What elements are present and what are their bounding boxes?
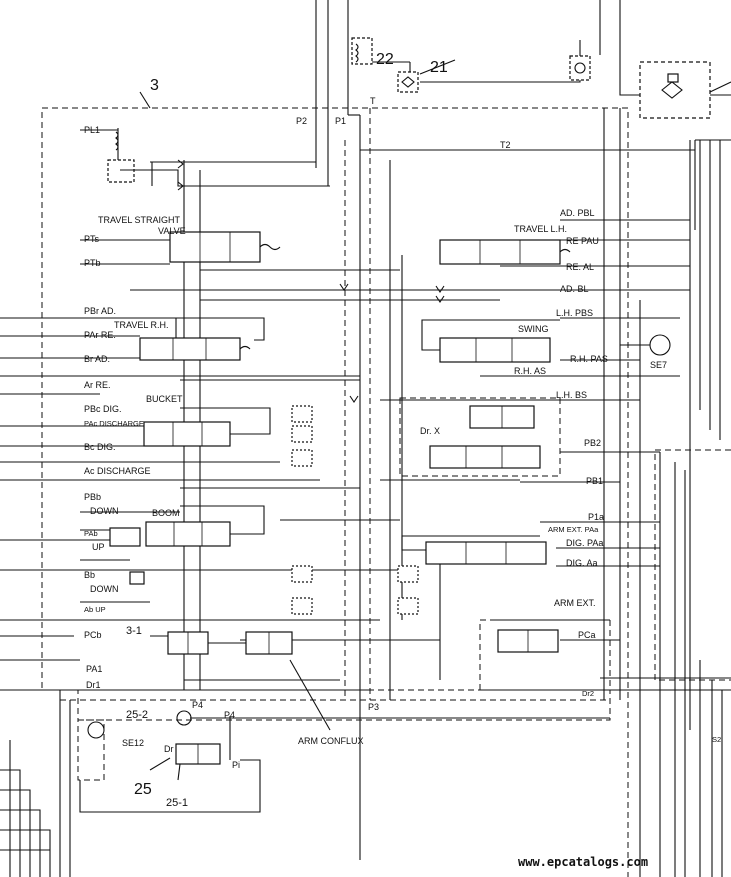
label-p2: P2 [296, 116, 307, 126]
label-n3-1: 3-1 [126, 625, 142, 637]
label-pts: PTs [84, 234, 100, 244]
label-ad-pbl: AD. PBL [560, 208, 595, 218]
label-ptb: PTb [84, 258, 101, 268]
label-ab-up: Ab UP [84, 605, 106, 614]
label-n3: 3 [150, 77, 159, 94]
label-n22: 22 [376, 51, 394, 68]
label-pb2: PB2 [584, 438, 601, 448]
label-valve: VALVE [158, 226, 186, 236]
label-p1: P1 [335, 116, 346, 126]
label-arm-ext: ARM EXT. [554, 598, 596, 608]
label-rh-pas: R.H. PAS [570, 354, 608, 364]
label-dr: Dr [164, 744, 174, 754]
label-bb: Bb [84, 570, 95, 580]
label-pi: Pi [232, 760, 240, 770]
pl1-relief-valve [107, 128, 330, 187]
label-dr-x: Dr. X [420, 426, 440, 436]
label-ar-re: Ar RE. [84, 380, 111, 390]
watermark: www.epcatalogs.com [518, 855, 648, 869]
label-bucket: BUCKET [146, 394, 183, 404]
label-rh-as: R.H. AS [514, 366, 546, 376]
diagram-labels: 3 22 21 PL1 P2 P1 T T2 TRAVEL STRAIGHT V… [84, 51, 721, 869]
label-dig-aa: DIG. Aa [566, 558, 598, 568]
label-n25: 25 [134, 781, 152, 798]
top-pipes [315, 0, 731, 860]
label-t2: T2 [500, 140, 511, 150]
valve-travel-rh [139, 317, 265, 361]
label-down-boom: DOWN [90, 506, 119, 516]
label-se7: SE7 [650, 360, 667, 370]
control-valve-enclosure [41, 91, 629, 877]
top-components [351, 37, 731, 119]
label-n21: 21 [430, 59, 448, 76]
internal-channels [130, 108, 621, 700]
label-p4a: P4 [192, 700, 203, 710]
valve-arm [401, 535, 547, 565]
label-pl1: PL1 [84, 125, 100, 135]
label-p3: P3 [368, 702, 379, 712]
valve-travel-lh [439, 239, 571, 265]
label-swing: SWING [518, 324, 549, 334]
label-p1a: P1a [588, 512, 604, 522]
label-par-re: PAr RE. [84, 330, 116, 340]
label-n25-2: 25-2 [126, 709, 148, 721]
label-br-ad: Br AD. [84, 354, 110, 364]
label-ac-discharge: Ac DISCHARGE [84, 466, 151, 476]
label-s2: S2 [712, 735, 721, 744]
label-travel-rh: TRAVEL R.H. [114, 320, 169, 330]
valve-boom [109, 505, 265, 547]
label-se12: SE12 [122, 738, 144, 748]
label-pa1: PA1 [86, 664, 102, 674]
label-re-pau: RE PAU [566, 236, 599, 246]
bottom-circuit [0, 659, 611, 877]
label-pac-discharge: PAc DISCHARGE [84, 419, 144, 428]
label-n25-1: 25-1 [166, 797, 188, 809]
label-dr1: Dr1 [86, 680, 101, 690]
valve-dr-x [399, 397, 561, 477]
label-p4b: P4 [224, 710, 235, 720]
label-pcb: PCb [84, 630, 102, 640]
label-travel-straight: TRAVEL STRAIGHT [98, 215, 181, 225]
label-dr2: Dr2 [582, 689, 594, 698]
label-travel-lh: TRAVEL L.H. [514, 224, 567, 234]
label-pab: PAb [84, 529, 98, 538]
label-bc-dig: Bc DIG. [84, 442, 116, 452]
valve-bucket [143, 407, 271, 447]
label-ad-bl: AD. BL [560, 284, 589, 294]
label-arm-ext-pa: ARM EXT. PAa [548, 525, 599, 534]
label-t: T [370, 96, 376, 106]
label-boom: BOOM [152, 508, 180, 518]
label-arm-conflux: ARM CONFLUX [298, 736, 364, 746]
check-valves [129, 159, 445, 615]
right-port-lines [480, 140, 731, 877]
label-lh-pbs: L.H. PBS [556, 308, 593, 318]
label-pbr-ad: PBr AD. [84, 306, 116, 316]
label-re-al: RE. AL [566, 262, 594, 272]
label-pca: PCa [578, 630, 596, 640]
label-up: UP [92, 542, 105, 552]
label-dig-pa: DIG. PAa [566, 538, 603, 548]
label-pb1: PB1 [586, 476, 603, 486]
valve-3-1 [150, 631, 293, 655]
valve-travel-straight [169, 231, 281, 263]
label-lh-bs: L.H. BS [556, 390, 587, 400]
label-pbc-dig: PBc DIG. [84, 404, 122, 414]
label-down: DOWN [90, 584, 119, 594]
label-pbb: PBb [84, 492, 101, 502]
valve-swing [421, 319, 671, 363]
valve-pca [479, 619, 611, 691]
left-port-lines [0, 129, 400, 691]
